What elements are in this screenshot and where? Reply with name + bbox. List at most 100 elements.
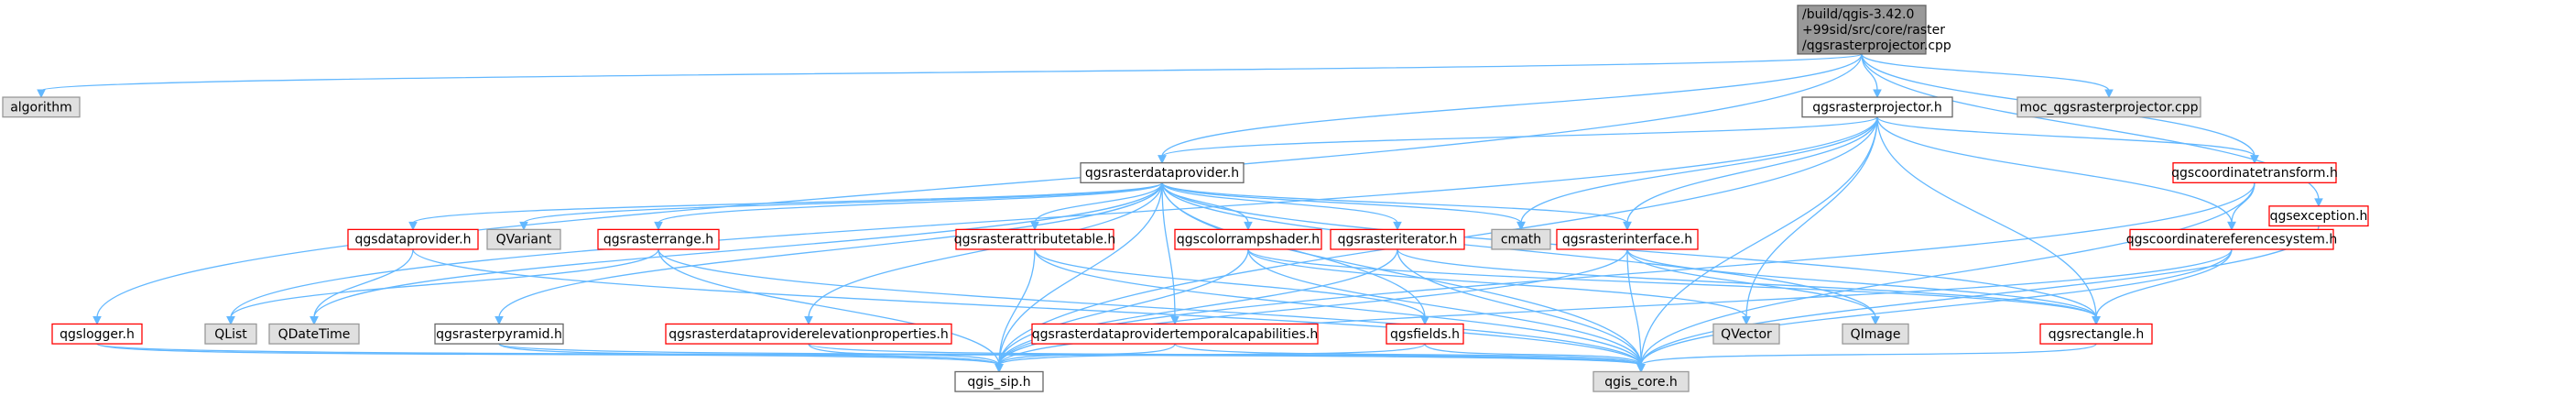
node-box[interactable] [1174, 228, 1322, 250]
edge-line [498, 343, 1000, 367]
node-label: +99sid/src/core/raster [1802, 23, 1945, 38]
node-qgslogger[interactable]: qgslogger.h [51, 323, 143, 345]
node-box[interactable] [204, 323, 257, 345]
node-box[interactable] [1842, 323, 1909, 345]
edge-qgsrasterdataprovider-to-qgsrasterdataprovidertemporalcapabilities [1161, 182, 1179, 325]
edge-qgscolorrampshader-to-qvector [1247, 248, 1751, 325]
edge-line [1397, 248, 2097, 318]
edge-line [2231, 182, 2255, 224]
node-label: qgsrasterdataproviderelevationproperties… [668, 327, 948, 342]
node-box[interactable] [1031, 323, 1319, 345]
node-label: /build/qgis-3.42.0 [1802, 7, 1914, 22]
node-label: qgsexception.h [2270, 209, 2368, 224]
node-qvariant[interactable]: QVariant [486, 228, 561, 250]
node-qgsrasterpyramid[interactable]: qgsrasterpyramid.h [434, 323, 564, 345]
node-box[interactable] [597, 228, 720, 250]
node-qgscolorrampshader[interactable]: qgscolorrampshader.h [1174, 228, 1322, 250]
node-qgsrectangle[interactable]: qgsrectangle.h [2039, 323, 2153, 345]
edge-arrowhead [2092, 315, 2101, 325]
node-qgis_sip[interactable]: qgis_sip.h [954, 370, 1044, 392]
edge-arrowhead [1393, 221, 1402, 231]
edge-line [998, 248, 1249, 366]
node-box[interactable] [2268, 205, 2369, 227]
node-qlist[interactable]: QList [204, 323, 257, 345]
node-box[interactable] [2016, 96, 2201, 118]
node-label: cmath [1501, 233, 1541, 248]
edge-qgsrasterdataprovider-to-qgsrasterdataproviderelevationproperties [804, 182, 1163, 325]
node-cmath[interactable]: cmath [1491, 228, 1551, 250]
edge-arrowhead [2314, 198, 2323, 207]
edge-line [1626, 248, 1642, 366]
edge-line [1034, 182, 1163, 224]
node-qgscoordinatetransform[interactable]: qgscoordinatetransform.h [2171, 162, 2338, 183]
node-box[interactable] [2129, 228, 2334, 250]
node-box[interactable] [1386, 323, 1464, 345]
node-qgsrasteriterator[interactable]: qgsrasteriterator.h [1330, 228, 1465, 250]
edge-arrowhead [1244, 221, 1253, 231]
node-box[interactable] [1797, 5, 1927, 55]
node-label: QVariant [496, 233, 552, 248]
node-box[interactable] [1556, 228, 1699, 250]
node-box[interactable] [954, 370, 1044, 392]
node-qgsrasterrange[interactable]: qgsrasterrange.h [597, 228, 720, 250]
node-qgsrasterdataprovidertemporalcapabilities[interactable]: qgsrasterdataprovidertemporalcapabilitie… [1031, 323, 1319, 345]
edge-line [1034, 248, 1642, 366]
edge-line [1161, 182, 1628, 224]
edge-line [1161, 182, 2097, 318]
node-box[interactable] [2039, 323, 2153, 345]
node-qgsrasterattributetable[interactable]: qgsrasterattributetable.h [954, 228, 1115, 250]
node-box[interactable] [1330, 228, 1465, 250]
node-label: qgsrasterattributetable.h [954, 233, 1115, 248]
edge-line [1161, 53, 1863, 157]
node-moc[interactable]: moc_qgsrasterprojector.cpp [2016, 96, 2201, 118]
node-qgsdataprovider[interactable]: qgsdataprovider.h [347, 228, 479, 250]
node-algorithm[interactable]: algorithm [2, 96, 81, 118]
node-qgis_core[interactable]: qgis_core.h [1592, 370, 1690, 392]
edge-arrowhead [1871, 315, 1880, 325]
node-qimage[interactable]: QImage [1842, 323, 1909, 345]
node-box[interactable] [486, 228, 561, 250]
node-qgsrasterdataprovider[interactable]: qgsrasterdataprovider.h [1080, 162, 1245, 183]
edge-qgsrasterprojector-to-qgsrasterdataprovider [1158, 116, 1878, 164]
node-box[interactable] [1491, 228, 1551, 250]
node-qgsfields[interactable]: qgsfields.h [1386, 323, 1464, 345]
edge-arrowhead [226, 315, 235, 325]
node-box[interactable] [51, 323, 143, 345]
edge-line [523, 182, 1163, 224]
edge-arrowhead [37, 89, 46, 99]
node-box[interactable] [347, 228, 479, 250]
node-box[interactable] [268, 323, 360, 345]
edge-qgsrasterdataprovider-to-qgsrasterrange [654, 182, 1163, 231]
edge-line [1626, 248, 1876, 318]
node-qgsexception[interactable]: qgsexception.h [2268, 205, 2369, 227]
node-box[interactable] [1801, 96, 1953, 118]
node-qvector[interactable]: QVector [1712, 323, 1780, 345]
node-box[interactable] [1080, 162, 1245, 183]
edge-qgscoordinatereferencesystem-to-qgis_core [1636, 248, 2233, 373]
node-qdatetime[interactable]: QDateTime [268, 323, 360, 345]
edge-qgsrasterinterface-to-qgsrectangle [1626, 248, 2101, 325]
node-box[interactable] [1592, 370, 1690, 392]
edge-qgsrasterdataprovider-to-qgsrasteriterator [1161, 182, 1402, 231]
node-qgsrasterprojector[interactable]: qgsrasterprojector.h [1801, 96, 1953, 118]
node-box[interactable] [2172, 162, 2337, 183]
edge-qgsrasterdataprovider-to-qgsrasterpyramid [495, 182, 1163, 325]
edge-line [1520, 116, 1878, 224]
edge-qgsrasteriterator-to-qgis_core [1397, 248, 1646, 373]
node-qgsrasterinterface[interactable]: qgsrasterinterface.h [1556, 228, 1699, 250]
edge-line [313, 248, 414, 318]
edge-line [998, 248, 1398, 366]
node-box[interactable] [665, 323, 952, 345]
node-label: qgsrasterdataprovider.h [1085, 166, 1239, 181]
edge-line [998, 182, 1163, 366]
node-qgscoordinatereferencesystem[interactable]: qgscoordinatereferencesystem.h [2126, 228, 2338, 250]
node-root[interactable]: /build/qgis-3.42.0+99sid/src/core/raster… [1797, 5, 1951, 55]
node-qgsrasterdataproviderelevationproperties[interactable]: qgsrasterdataproviderelevationproperties… [665, 323, 952, 345]
edge-line [1424, 343, 1642, 366]
edge-qgsrasterprojector-to-qgscoordinatetransform [1876, 116, 2259, 164]
node-box[interactable] [1712, 323, 1780, 345]
edge-arrowhead [92, 315, 102, 325]
node-box[interactable] [955, 228, 1114, 250]
node-box[interactable] [2, 96, 81, 118]
node-box[interactable] [434, 323, 564, 345]
